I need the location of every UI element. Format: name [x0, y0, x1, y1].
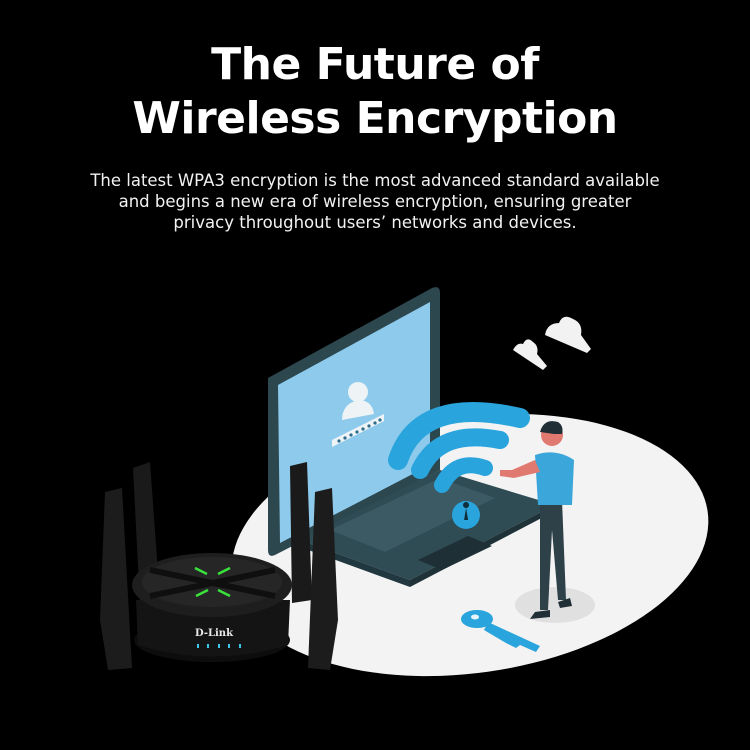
- subtitle-line-3: privacy throughout users’ networks and d…: [173, 213, 577, 232]
- title-line-1: The Future of: [211, 39, 539, 90]
- user-icon: [342, 382, 374, 420]
- password-field: [332, 414, 384, 447]
- status-leds: [197, 644, 241, 648]
- page-title: The Future of Wireless Encryption: [0, 38, 750, 146]
- person: [500, 421, 595, 623]
- router: D-Link: [100, 462, 338, 670]
- page-subtitle: The latest WPA3 encryption is the most a…: [0, 170, 750, 233]
- cloud-icon: [513, 316, 591, 370]
- key-icon: [461, 610, 540, 652]
- laptop: [268, 287, 555, 587]
- subtitle-line-1: The latest WPA3 encryption is the most a…: [90, 171, 660, 190]
- title-line-2: Wireless Encryption: [132, 93, 618, 144]
- router-brand-label: D-Link: [195, 628, 234, 639]
- wifi-lock-icon: [388, 402, 530, 529]
- subtitle-line-2: and begins a new era of wireless encrypt…: [118, 192, 632, 211]
